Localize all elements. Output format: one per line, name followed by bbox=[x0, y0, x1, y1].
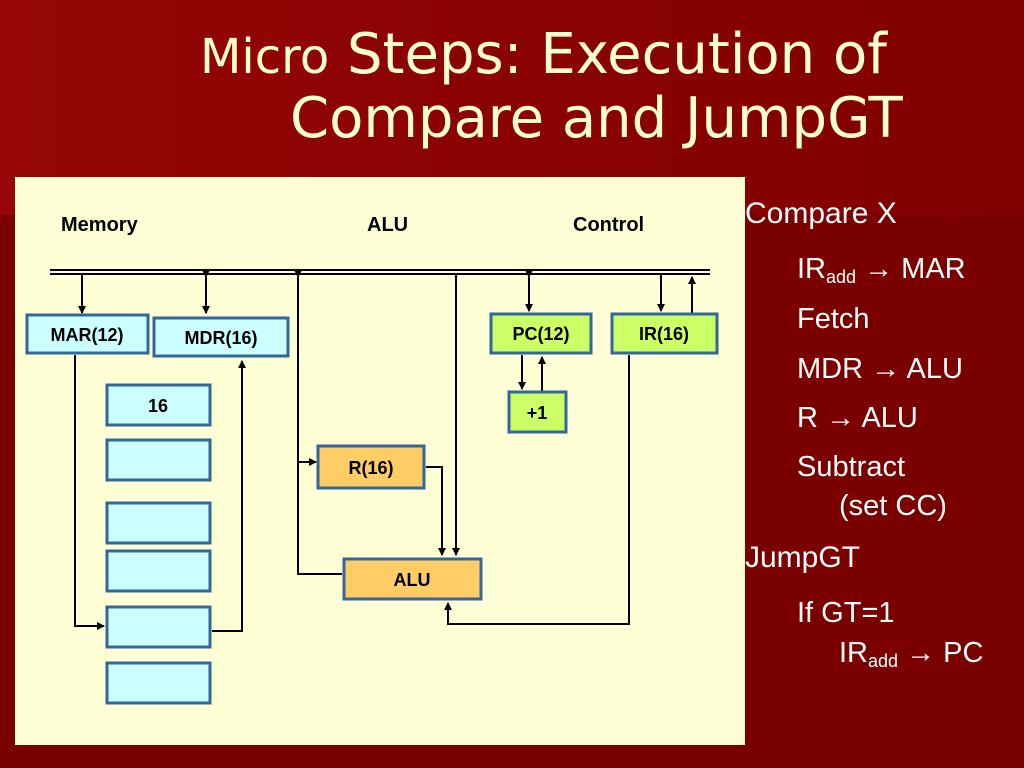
step-ir-text: IR bbox=[797, 253, 826, 285]
control-section-label: Control bbox=[573, 214, 644, 236]
pc-register: PC(12) bbox=[489, 312, 593, 355]
bus-to-r-path bbox=[294, 270, 317, 466]
alu-unit: ALU bbox=[342, 557, 483, 601]
mar-label: MAR(12) bbox=[50, 325, 123, 345]
bus-to-alu-left-path bbox=[297, 462, 342, 575]
memory-cell: 16 bbox=[105, 383, 212, 427]
mdr-label: MDR(16) bbox=[184, 328, 257, 348]
memory-cell bbox=[105, 501, 212, 545]
memory-to-mdr-path bbox=[212, 360, 246, 632]
step-r-to-alu: R → ALU bbox=[797, 402, 918, 434]
step-subtract: Subtract bbox=[797, 451, 905, 483]
step-to-mar-text: → MAR bbox=[856, 253, 966, 285]
step-ir2-text: IR bbox=[839, 637, 868, 669]
incrementer: +1 bbox=[507, 390, 568, 434]
memory-cell bbox=[105, 661, 212, 705]
ir-label: IR(16) bbox=[639, 324, 689, 344]
system-bus bbox=[50, 269, 710, 275]
memory-cell-value: 16 bbox=[148, 396, 168, 416]
step-ir-to-mar: IRadd → MAR bbox=[797, 253, 966, 288]
step-ir-to-pc: IRadd → PC bbox=[839, 637, 983, 672]
memory-section-label: Memory bbox=[61, 214, 139, 236]
memory-cell bbox=[105, 549, 212, 593]
step-add-subscript: add bbox=[826, 267, 857, 287]
datapath-diagram-panel: Memory ALU Control MAR(12) MDR(16) P bbox=[15, 177, 745, 745]
step-to-pc-text: → PC bbox=[898, 637, 984, 669]
step-set-cc: (set CC) bbox=[839, 490, 947, 522]
incrementer-label: +1 bbox=[527, 403, 548, 423]
memory-array: 16 bbox=[105, 383, 212, 705]
step-if-gt: If GT=1 bbox=[797, 597, 895, 629]
slide-title: Micro Steps: Execution of Compare and Ju… bbox=[200, 24, 980, 150]
compare-heading: Compare X bbox=[745, 197, 897, 230]
pc-label: PC(12) bbox=[512, 324, 569, 344]
alu-section-label: ALU bbox=[367, 214, 408, 236]
mar-register: MAR(12) bbox=[25, 313, 150, 355]
step-add2-subscript: add bbox=[868, 651, 899, 671]
title-rest: Steps: Execution of bbox=[329, 22, 887, 87]
alu-label: ALU bbox=[394, 570, 431, 590]
memory-cell bbox=[105, 605, 212, 649]
jumpgt-heading: JumpGT bbox=[745, 541, 861, 574]
title-micro: Micro bbox=[200, 29, 330, 85]
r-to-alu-path bbox=[426, 466, 446, 556]
mdr-register: MDR(16) bbox=[152, 316, 290, 358]
title-line2: Compare and JumpGT bbox=[290, 86, 903, 151]
r-label: R(16) bbox=[348, 458, 393, 478]
r-register: R(16) bbox=[316, 444, 426, 490]
step-mdr-to-alu: MDR → ALU bbox=[797, 353, 963, 385]
mar-to-memory-path bbox=[74, 355, 105, 630]
ir-to-alu-path bbox=[444, 355, 630, 625]
ir-register: IR(16) bbox=[610, 312, 719, 355]
datapath-diagram: Memory ALU Control MAR(12) MDR(16) P bbox=[25, 214, 719, 705]
memory-cell bbox=[105, 438, 212, 482]
step-fetch: Fetch bbox=[797, 303, 870, 335]
